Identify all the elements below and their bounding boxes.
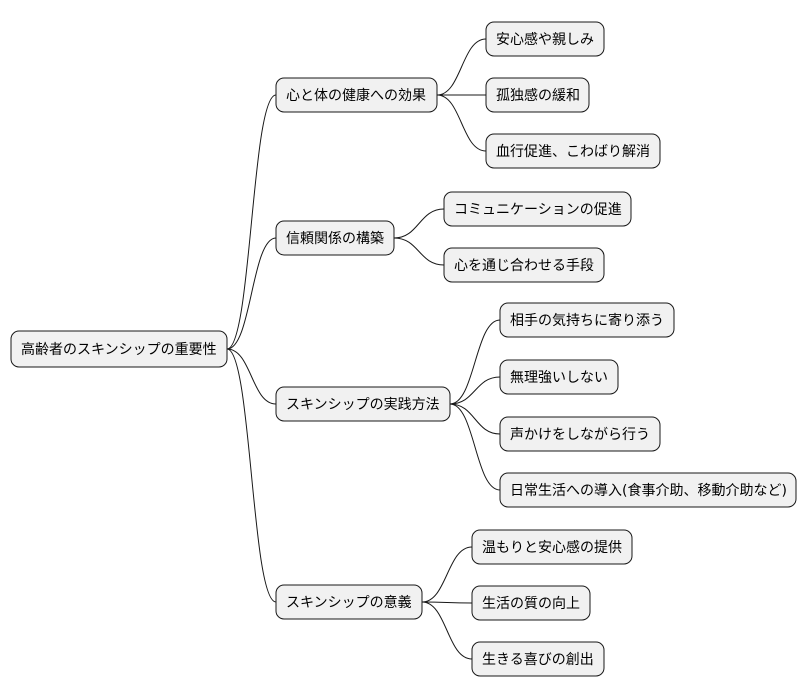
- branch-to-leaf-connector: [436, 94, 487, 152]
- leaf-node: 心を通じ合わせる手段: [443, 247, 605, 283]
- root-to-branch-connector: [226, 348, 277, 603]
- leaf-node: 血行促進、こわばり解消: [485, 133, 661, 169]
- root-to-branch-connector: [226, 348, 277, 405]
- branch-to-leaf-connector: [436, 38, 487, 96]
- leaf-label: 心を通じ合わせる手段: [454, 258, 594, 274]
- branch-node-trust-building: 信頼関係の構築: [275, 220, 395, 256]
- branch-to-leaf-connector: [449, 403, 501, 435]
- branch-node-practice-methods: スキンシップの実践方法: [275, 386, 451, 422]
- root-to-branch-connector: [226, 237, 277, 350]
- branch-to-leaf-connector: [421, 601, 473, 660]
- leaf-label: コミュニケーションの促進: [454, 202, 622, 218]
- root-to-branch-connector: [226, 94, 277, 350]
- branch-node-significance: スキンシップの意義: [275, 584, 423, 620]
- leaf-label: 孤独感の緩和: [496, 87, 580, 104]
- leaf-label: 生活の質の向上: [482, 596, 580, 612]
- leaf-label: 相手の気持ちに寄り添う: [510, 312, 664, 329]
- leaf-label: 安心感や親しみ: [496, 31, 594, 48]
- leaf-node: 安心感や親しみ: [485, 21, 605, 57]
- mindmap-root-node: 高齢者のスキンシップの重要性: [10, 330, 228, 368]
- branch-to-leaf-connector: [449, 376, 501, 405]
- branch-to-leaf-connector: [421, 546, 473, 603]
- leaf-node: 温もりと安心感の提供: [471, 529, 633, 565]
- branch-to-leaf-connector: [393, 208, 445, 239]
- branch-node-health-effects: 心と体の健康への効果: [275, 77, 438, 113]
- branch-to-leaf-connector: [421, 601, 473, 604]
- leaf-label: 温もりと安心感の提供: [482, 539, 622, 556]
- branch-label: スキンシップの意義: [286, 594, 412, 611]
- leaf-node: 声かけをしながら行う: [499, 416, 661, 452]
- leaf-label: 声かけをしながら行う: [510, 427, 650, 443]
- root-label: 高齢者のスキンシップの重要性: [21, 341, 217, 358]
- leaf-node: 孤独感の緩和: [485, 77, 590, 113]
- branch-to-leaf-connector: [449, 319, 501, 405]
- leaf-node: 日常生活への導入(食事介助、移動介助など): [499, 472, 797, 508]
- branch-label: 心と体の健康への効果: [286, 87, 426, 104]
- leaf-node: コミュニケーションの促進: [443, 191, 632, 227]
- branch-to-leaf-connector: [449, 403, 501, 491]
- branch-label: スキンシップの実践方法: [286, 397, 440, 413]
- leaf-node: 生活の質の向上: [471, 585, 591, 621]
- leaf-node: 相手の気持ちに寄り添う: [499, 302, 675, 338]
- branch-to-leaf-connector: [393, 237, 445, 266]
- leaf-label: 日常生活への導入(食事介助、移動介助など): [510, 482, 787, 499]
- leaf-label: 血行促進、こわばり解消: [496, 144, 650, 160]
- leaf-node: 無理強いしない: [499, 359, 619, 395]
- leaf-label: 無理強いしない: [510, 370, 608, 386]
- leaf-label: 生きる喜びの創出: [482, 652, 594, 668]
- branch-label: 信頼関係の構築: [286, 231, 384, 247]
- leaf-node: 生きる喜びの創出: [471, 641, 605, 677]
